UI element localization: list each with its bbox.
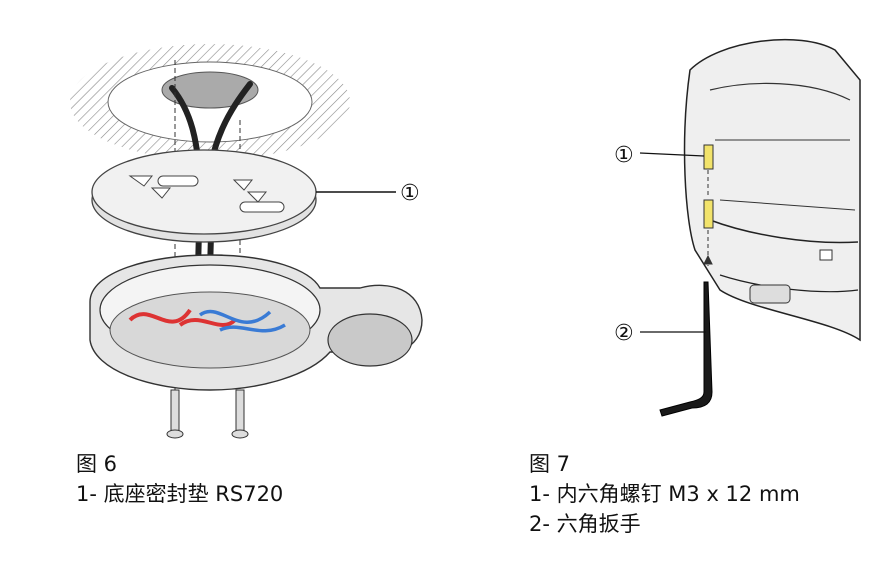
figure-6-illustration: ①: [70, 44, 423, 439]
detector-body: [683, 38, 861, 342]
figure-7-title: 图 7: [529, 452, 571, 476]
hex-key-wrench: [659, 281, 713, 417]
figure-6-caption: 图 6 1- 底座密封垫 RS720: [76, 449, 283, 509]
ceiling-surface: [70, 44, 350, 160]
callout-1-label: ①: [400, 181, 420, 206]
figure-7-caption: 图 7 1- 内六角螺钉 M3 x 12 mm 2- 六角扳手: [529, 449, 800, 539]
figure-6-title: 图 6: [76, 452, 118, 476]
figure-7-legend-item-2: 2- 六角扳手: [529, 512, 641, 536]
mounting-screws: [166, 389, 249, 439]
figure-6-legend-item-1: 1- 底座密封垫 RS720: [76, 482, 284, 506]
callout-1-label: ①: [614, 143, 634, 168]
figure-7-legend-item-1: 1- 内六角螺钉 M3 x 12 mm: [529, 482, 800, 506]
figure-7-illustration: ① ②: [614, 38, 861, 417]
callout-2-label: ②: [614, 321, 634, 346]
hex-screws: [703, 144, 714, 266]
base-seal-rs720: [91, 149, 317, 243]
detector-base: [89, 254, 423, 391]
callout-1-leader: [639, 152, 705, 157]
